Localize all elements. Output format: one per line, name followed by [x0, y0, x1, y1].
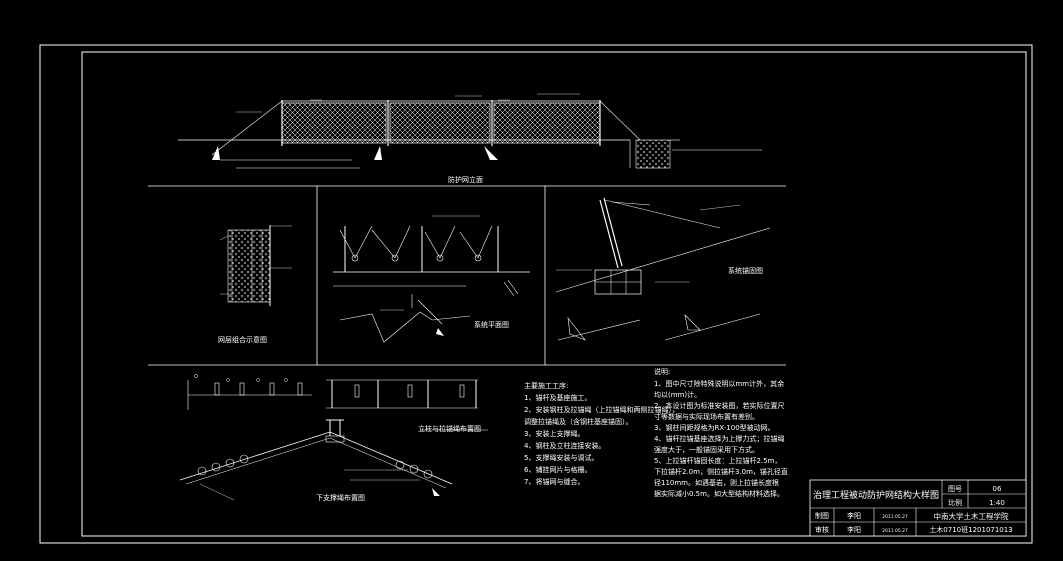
school-name: 中南大学土木工程学院	[934, 511, 1009, 521]
step-line: 4、钢柱及立柱连接安装。	[524, 441, 605, 450]
design-notes: 说明: 1、图中尺寸除特殊说明以mm计外，其余 均以(mm)计。 2、本设计图为…	[654, 367, 788, 498]
post-layout-view	[187, 374, 488, 431]
sheet-number: 06	[993, 485, 1002, 493]
inner-frame	[81, 51, 1027, 537]
drawing-title: 治理工程被动防护网结构大样图	[813, 489, 939, 501]
title-post-layout: 立柱与拉锚绳布置图	[418, 424, 481, 433]
plan-view	[333, 215, 530, 343]
step-line: 1、锚杆及基座施工。	[524, 393, 591, 402]
scale-value: 1:40	[989, 499, 1005, 507]
steps-heading: 主要施工工序:	[524, 381, 568, 390]
step-line: 调整拉锚绳及（含钢柱基座锚固）。	[524, 417, 633, 426]
label-checked: 审核	[815, 525, 829, 534]
title-plan: 系统平面图	[474, 320, 509, 329]
note-line: 5、上拉锚杆锚固长度：上拉锚杆2.5m，	[654, 456, 781, 465]
drawn-by: 李阳	[847, 511, 861, 520]
note-line: 2、本设计图为标准安装图，若实际位置尺	[654, 401, 784, 410]
label-drawn: 制图	[815, 511, 829, 520]
anchor-detail-view	[555, 197, 771, 341]
construction-steps: 主要施工工序: 1、锚杆及基座施工。 2、安装钢柱及拉锚绳（上拉锚绳和两侧拉锚绳…	[524, 381, 679, 486]
mesh-layers-view	[219, 225, 292, 306]
step-line: 7、将锚网与缝合。	[524, 477, 584, 486]
elevation-view	[178, 93, 762, 169]
note-line: 径110mm。如遇基岩，则上拉锚长度根	[654, 478, 779, 487]
note-line: 3、钢柱间距规格为RX-100型被动网。	[654, 423, 775, 432]
label-sheet: 图号	[948, 485, 962, 493]
drawn-date: 2011.05.27	[882, 514, 908, 520]
note-line: 寸等数据与实际现场布置有差别。	[654, 412, 759, 421]
title-anchor-detail: 系统锚固图	[728, 266, 763, 275]
note-line: 均以(mm)计。	[654, 390, 701, 399]
checked-by: 李阳	[847, 525, 861, 534]
title-mesh-layers: 网层组合示意图	[218, 335, 267, 344]
note-line: 1、图中尺寸除特殊说明以mm计外，其余	[654, 379, 784, 388]
title-support-rope: 下支撑绳布置图	[316, 493, 365, 502]
support-rope-view	[179, 419, 453, 501]
step-line: 3、安装上支撑绳。	[524, 429, 584, 438]
notes-heading: 说明:	[654, 367, 670, 376]
step-line: 2、安装钢柱及拉锚绳（上拉锚绳和两侧拉锚绳），	[524, 405, 679, 414]
class-id: 土木0710班1201071013	[929, 525, 1012, 534]
step-line: 5、支撑绳安装与调试。	[524, 453, 598, 462]
title-elevation: 防护网立面	[448, 175, 483, 184]
note-line: 强度大于，一般锚固采用下方式。	[654, 445, 759, 454]
step-line: 6、铺挂网片与格栅。	[524, 465, 591, 474]
note-line: 下拉锚杆2.0m，侧拉锚杆3.0m，锚孔径直	[654, 467, 788, 476]
title-block: 治理工程被动防护网结构大样图 图号 06 比例 1:40 制图 李阳 2011.…	[809, 479, 1027, 537]
label-scale: 比例	[948, 498, 962, 507]
checked-date: 2011.05.27	[882, 528, 908, 534]
note-line: 据实际减小0.5m。如大型结构材料选择。	[654, 489, 784, 498]
outer-frame	[39, 44, 1033, 544]
note-line: 4、锚杆拉锚基座选择为上撑力式；拉锚绳	[654, 434, 784, 443]
